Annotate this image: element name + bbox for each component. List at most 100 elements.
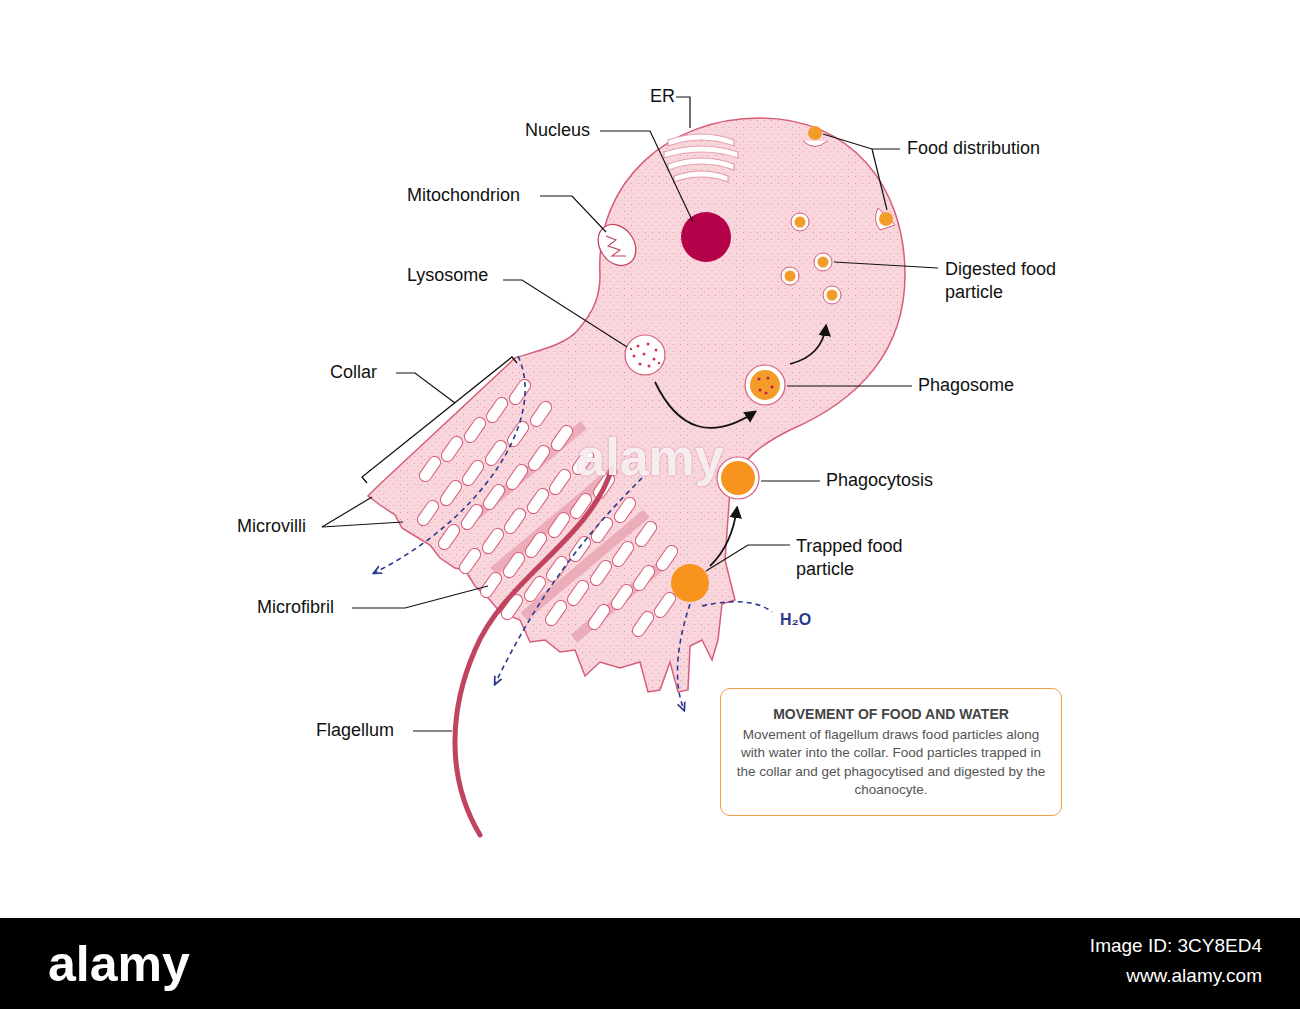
leader-lines [540,196,606,232]
collar-holes [528,399,554,429]
collar-holes [523,530,549,560]
collar-holes [438,478,464,508]
water-flow-arrows [702,602,772,612]
endoplasmic-reticulum [664,134,738,182]
part-label: Digested food particle [945,258,1080,305]
phagosome [758,378,761,381]
water-flow-arrows [374,356,772,710]
lysosome [653,358,656,361]
leader-lines [396,373,455,403]
watermark-bar [0,918,1300,1009]
collar-holes [502,506,528,536]
part-label: Trapped food particle [796,535,931,582]
digested-food-particles [814,253,832,271]
phagosome [745,365,785,405]
lysosome [625,335,665,375]
collar-holes [631,563,657,593]
part-label: Microfibril [257,596,334,619]
collar-holes [460,458,486,488]
collar-holes [462,415,488,445]
lysosome [643,353,646,356]
flagellum [455,468,612,835]
note-body: Movement of flagellum draws food particl… [733,726,1049,799]
collar-holes [436,522,462,552]
lysosome [655,349,658,352]
nucleus [681,212,731,262]
watermark-url: www.alamy.com [1126,964,1262,989]
cell-body [368,118,905,692]
leader-lines [676,97,690,128]
collar-holes [417,454,443,484]
note-box: MOVEMENT OF FOOD AND WATERMovement of fl… [720,688,1062,816]
water-flow-arrows [677,604,690,710]
food-distribution-vesicles [879,212,893,226]
leader-lines [322,497,372,527]
mitochondrion [606,236,626,256]
collar-holes [525,486,551,516]
lysosome [637,345,640,348]
collar-holes [630,609,656,639]
phagosome [758,377,774,395]
phagosome [759,389,762,392]
endoplasmic-reticulum [664,146,738,158]
collar-holes [609,582,635,612]
digested-food-particles [827,290,838,301]
leader-lines [352,586,488,608]
part-label: Food distribution [907,137,1040,160]
leader-lines [413,730,452,731]
phagosome [771,386,774,389]
mitochondrion [590,217,643,273]
leader-lines [322,97,938,731]
endoplasmic-reticulum [668,158,734,170]
endoplasmic-reticulum [674,171,728,182]
phagosome [745,365,785,405]
mitochondrion [590,217,643,273]
digested-food-particles [781,213,841,304]
lysosome [630,348,632,350]
collar-holes [549,423,575,453]
collar-holes [483,438,509,468]
digested-food-particles [791,213,809,231]
process-arrows [655,382,755,428]
lysosome [658,362,660,364]
digested-food-particles [781,267,799,285]
lysosome [625,335,665,375]
watermark: alamy [576,424,723,492]
collar-bracket [362,357,517,483]
leader-lines [834,262,938,268]
part-label: Flagellum [316,719,394,742]
collar-holes [478,570,504,600]
leader-lines [761,480,820,481]
digested-food-particles [823,286,841,304]
lysosome [647,343,650,346]
collar-holes [586,602,612,632]
collar-holes [481,482,507,512]
phagocytosis-particle [721,461,755,495]
endoplasmic-reticulum [668,134,734,146]
nucleus [681,212,731,262]
collar-holes [459,502,485,532]
part-label: Collar [330,361,377,384]
water-label: H₂O [780,610,811,631]
part-label: Lysosome [407,264,488,287]
digested-food-particles [795,217,806,228]
collar-holes [415,377,680,639]
lysosome [633,355,636,358]
microfibril-bands [571,558,669,643]
collar-holes [501,550,527,580]
collar-holes [526,443,552,473]
food-distribution-vesicles [803,141,827,147]
collar-holes [654,543,680,573]
part-label: Phagosome [918,374,1014,397]
cell-body [368,118,905,692]
leader-lines [503,280,627,347]
collar-holes [568,491,594,521]
leader-lines [322,522,403,527]
part-label: Mitochondrion [407,184,520,207]
collar-holes [505,419,531,449]
collar-holes [547,467,573,497]
collar-holes [480,526,506,556]
lysosome [639,363,642,366]
